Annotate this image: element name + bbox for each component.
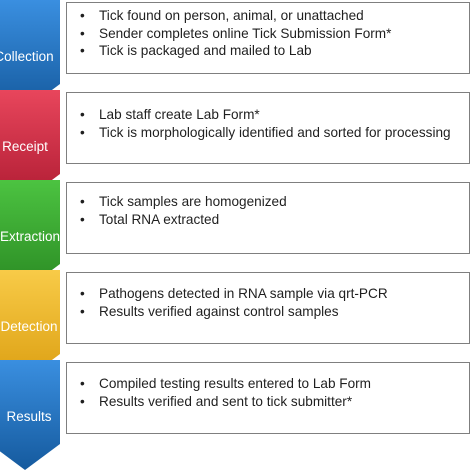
list-item: •Lab staff create Lab Form* bbox=[80, 107, 260, 122]
stage-detection-arrow: Detection bbox=[0, 270, 60, 380]
list-item: •Results verified against control sample… bbox=[80, 303, 339, 319]
stage-receipt-list: •Lab staff create Lab Form* •Tick is mor… bbox=[77, 106, 463, 141]
item-text: Results verified and sent to tick submit… bbox=[99, 393, 353, 409]
stage-extraction-arrow: Extraction bbox=[0, 180, 60, 290]
stage-receipt-arrow: Receipt bbox=[0, 90, 60, 200]
item-text: Sender completes online Tick Submission … bbox=[99, 25, 392, 41]
stage-detection-label: Detection bbox=[0, 319, 57, 334]
stage-results-label: Results bbox=[6, 409, 51, 424]
stage-detection-list: •Pathogens detected in RNA sample via qr… bbox=[77, 285, 463, 320]
stage-receipt-label: Receipt bbox=[2, 139, 48, 154]
item-text: Tick is morphologically identified and s… bbox=[99, 124, 451, 140]
list-item: •Tick found on person, animal, or unatta… bbox=[80, 8, 364, 23]
item-text: Tick found on person, animal, or unattac… bbox=[99, 8, 364, 23]
list-item: •Tick is morphologically identified and … bbox=[80, 124, 451, 140]
list-item: •Pathogens detected in RNA sample via qr… bbox=[80, 286, 388, 301]
list-item: •Compiled testing results entered to Lab… bbox=[80, 376, 372, 391]
stage-results-list: •Compiled testing results entered to Lab… bbox=[77, 375, 463, 410]
item-text: Total RNA extracted bbox=[99, 211, 220, 227]
stage-extraction-label: Extraction bbox=[0, 229, 60, 244]
stage-collection-box: •Tick found on person, animal, or unatta… bbox=[66, 2, 470, 74]
item-text: Tick is packaged and mailed to Lab bbox=[99, 43, 312, 58]
stage-results-arrow: Results bbox=[0, 360, 60, 470]
item-text: Lab staff create Lab Form* bbox=[99, 107, 260, 122]
item-text: Tick samples are homogenized bbox=[99, 194, 287, 209]
stage-collection-arrow: Collection bbox=[0, 0, 60, 110]
stage-collection-list: •Tick found on person, animal, or unatta… bbox=[77, 7, 463, 60]
item-text: Compiled testing results entered to Lab … bbox=[99, 376, 372, 391]
item-text: Results verified against control samples bbox=[99, 303, 339, 319]
stage-detection-box: •Pathogens detected in RNA sample via qr… bbox=[66, 272, 470, 344]
list-item: •Sender completes online Tick Submission… bbox=[80, 25, 392, 41]
stage-results-box: •Compiled testing results entered to Lab… bbox=[66, 362, 470, 434]
stage-receipt-box: •Lab staff create Lab Form* •Tick is mor… bbox=[66, 92, 470, 164]
stage-extraction-box: •Tick samples are homogenized •Total RNA… bbox=[66, 182, 470, 254]
list-item: •Results verified and sent to tick submi… bbox=[80, 393, 353, 409]
item-text: Pathogens detected in RNA sample via qrt… bbox=[99, 286, 388, 301]
list-item: •Tick samples are homogenized bbox=[80, 194, 287, 209]
stage-collection-label: Collection bbox=[0, 49, 54, 64]
list-item: •Tick is packaged and mailed to Lab bbox=[80, 43, 312, 58]
stage-extraction-list: •Tick samples are homogenized •Total RNA… bbox=[77, 193, 463, 228]
list-item: •Total RNA extracted bbox=[80, 211, 220, 227]
